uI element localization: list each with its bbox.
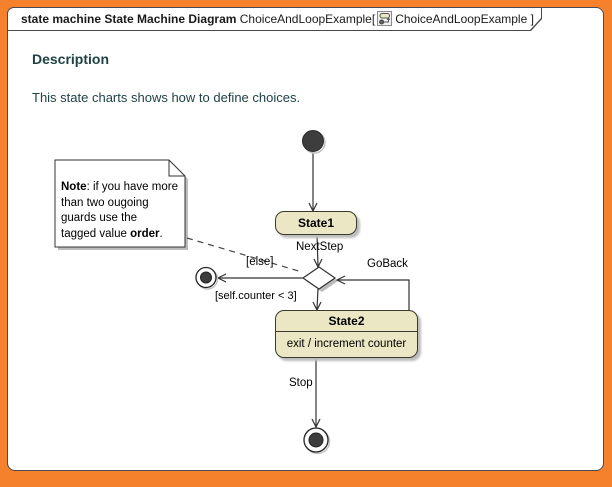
note-fold-corner	[168, 160, 185, 177]
arrowhead	[311, 418, 321, 429]
note-line2: than two ougoing	[61, 196, 149, 209]
diagram-name-label: ChoiceAndLoopExample[	[239, 12, 376, 26]
note-bold-order: order	[130, 227, 160, 240]
state2-name: State2	[276, 311, 417, 332]
diagram-kind-label: state machine State Machine Diagram	[21, 12, 237, 26]
state2-exit-activity: exit / increment counter	[286, 338, 407, 350]
label-nextstep[interactable]: NextStep	[296, 241, 344, 253]
description-body: This state charts shows how to define ch…	[32, 90, 301, 105]
label-counter-guard[interactable]: [self.counter < 3]	[215, 290, 297, 302]
diagram-title-tab[interactable]: state machine State Machine Diagram Choi…	[7, 7, 542, 31]
label-else-guard[interactable]: [else]	[246, 256, 274, 268]
state-state1[interactable]: State1	[275, 211, 357, 235]
diagram-title-text: state machine State Machine Diagram Choi…	[8, 8, 541, 30]
note-line3: guards use the	[61, 212, 138, 224]
choice-node[interactable]	[301, 266, 337, 290]
initial-node[interactable]	[302, 130, 324, 152]
description-heading: Description	[32, 51, 110, 67]
diagram-context-label: ChoiceAndLoopExample ]	[395, 12, 534, 26]
transition-nextstep[interactable]	[316, 234, 319, 267]
note-line4: tagged value	[61, 227, 131, 240]
transition-goback[interactable]	[338, 279, 410, 310]
label-stop[interactable]: Stop	[289, 377, 313, 389]
note-anchor-line[interactable]	[186, 237, 303, 273]
label-goback[interactable]: GoBack	[367, 258, 408, 270]
state-machine-diagram-icon	[377, 11, 392, 33]
note-shape[interactable]	[54, 159, 186, 248]
transition-counter-guard[interactable]	[316, 288, 319, 310]
arrowhead	[335, 275, 346, 285]
note-bold-word: Note	[61, 181, 87, 193]
note-comment[interactable]: Note: if you have more than two ougoing …	[55, 160, 185, 247]
final-node-else-dot	[200, 271, 212, 284]
note-line1: : if you have more	[86, 181, 178, 193]
final-node-stop-dot	[308, 432, 324, 448]
state-state2[interactable]: State2 exit / increment counter	[275, 310, 418, 358]
note-line4-end: .	[159, 227, 163, 240]
state1-name: State1	[297, 216, 335, 230]
